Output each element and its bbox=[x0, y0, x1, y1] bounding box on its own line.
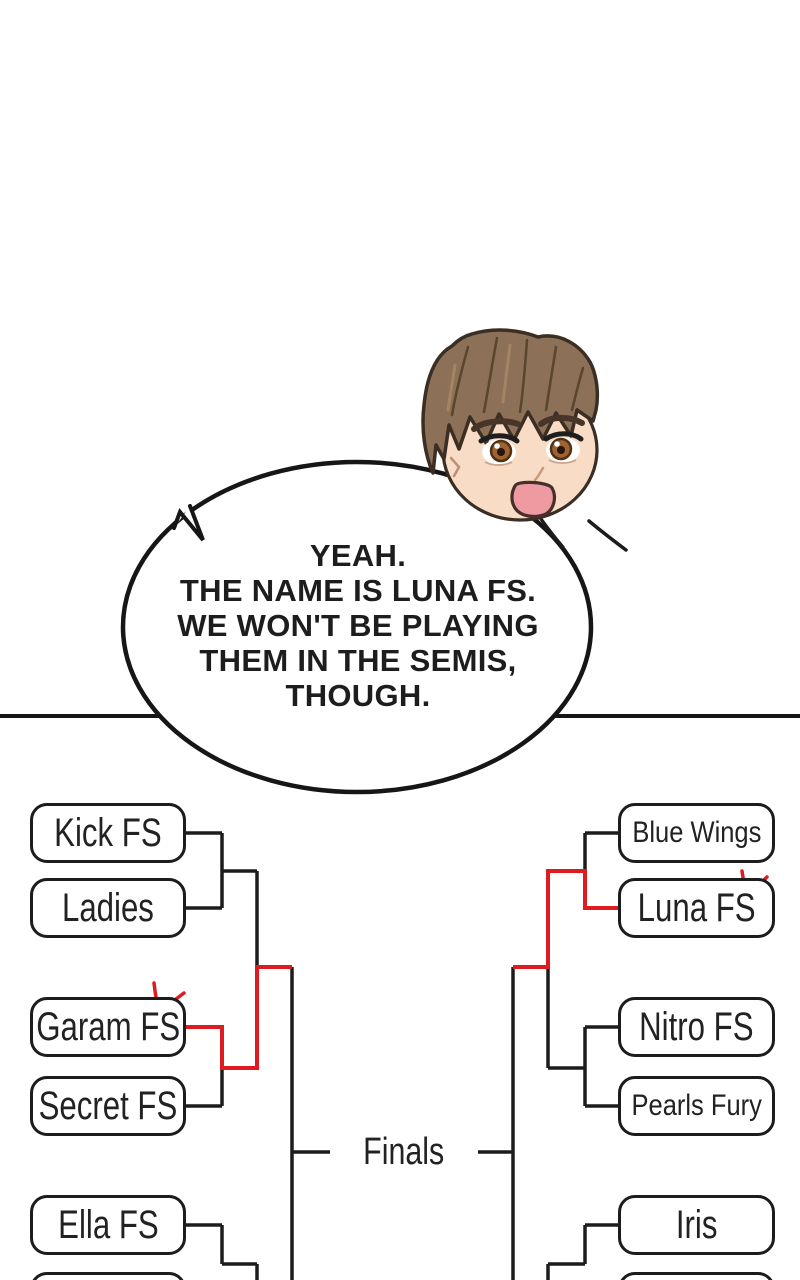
hair-highlights bbox=[446, 343, 512, 412]
team-box-garam-fs: Garam FS bbox=[30, 997, 186, 1057]
team-box-blue-wings: Blue Wings bbox=[618, 803, 775, 863]
winner-path-left bbox=[186, 965, 292, 1070]
team-label: Secret FS bbox=[38, 1083, 178, 1128]
team-box-ladies: Ladies bbox=[30, 878, 186, 938]
bracket-lines bbox=[186, 831, 618, 1280]
team-box-right-6 bbox=[618, 1272, 775, 1280]
dialogue-text: YEAH. THE NAME IS LUNA FS. WE WON'T BE P… bbox=[177, 538, 539, 713]
character-head bbox=[421, 328, 628, 552]
team-box-kick-fs: Kick FS bbox=[30, 803, 186, 863]
team-label: Garam FS bbox=[36, 1004, 180, 1049]
team-box-luna-fs: Luna FS bbox=[618, 878, 775, 938]
team-label: Ella FS bbox=[57, 1202, 159, 1247]
team-box-left-6 bbox=[30, 1272, 186, 1280]
neck-line bbox=[539, 517, 565, 549]
eyebrow-left bbox=[471, 418, 521, 432]
mouth bbox=[510, 480, 557, 519]
ear-mark bbox=[449, 456, 461, 478]
finals-label: Finals bbox=[363, 1130, 445, 1173]
team-box-nitro-fs: Nitro FS bbox=[618, 997, 775, 1057]
team-label: Ladies bbox=[62, 885, 154, 930]
team-label: Kick FS bbox=[54, 810, 162, 855]
hair-strands bbox=[450, 336, 585, 417]
shoulder-line bbox=[587, 519, 628, 552]
team-label: Blue Wings bbox=[632, 816, 761, 849]
eye-right bbox=[543, 431, 584, 464]
eyebrow-right bbox=[538, 414, 585, 427]
winner-path-right bbox=[513, 869, 618, 969]
eye-left bbox=[478, 433, 520, 466]
team-box-secret-fs: Secret FS bbox=[30, 1076, 186, 1136]
team-box-pearls-fury: Pearls Fury bbox=[618, 1076, 775, 1136]
team-box-iris: Iris bbox=[618, 1195, 775, 1255]
team-label: Iris bbox=[675, 1202, 718, 1247]
speech-bubble bbox=[120, 459, 594, 795]
speech-bubble-body bbox=[120, 459, 594, 795]
nose bbox=[533, 466, 545, 482]
team-box-ella-fs: Ella FS bbox=[30, 1195, 186, 1255]
team-label: Pearls Fury bbox=[631, 1089, 762, 1122]
team-label: Nitro FS bbox=[639, 1004, 754, 1049]
speech-bubble-tail bbox=[172, 504, 205, 542]
team-label: Luna FS bbox=[637, 885, 756, 930]
